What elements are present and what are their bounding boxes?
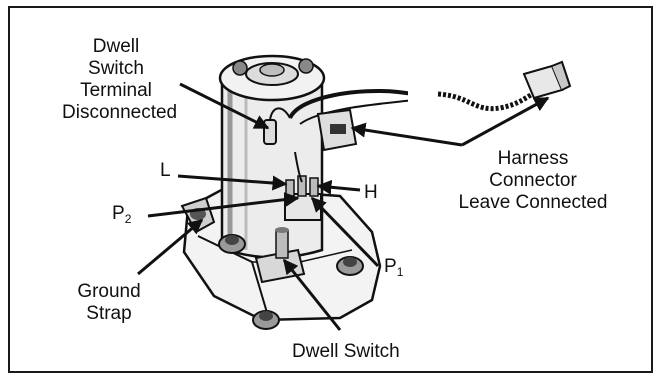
arrow-harness-far xyxy=(461,96,550,147)
label-line: Harness xyxy=(497,148,569,169)
label-p2-sub: 2 xyxy=(124,212,132,226)
label-line: Switch xyxy=(88,58,144,79)
base-bolts xyxy=(218,234,364,330)
arrow-terminal-p2 xyxy=(147,192,300,218)
label-line: Ground xyxy=(77,281,141,302)
label-terminal-h: H xyxy=(364,182,378,203)
harness-connector xyxy=(316,108,358,152)
arrow-dwell-terminal xyxy=(179,82,270,130)
label-terminal-p2: P2 xyxy=(112,203,131,230)
arrow-harness-near xyxy=(350,122,463,147)
label-dwell-switch: Dwell Switch xyxy=(292,341,400,362)
label-terminal-p1: P1 xyxy=(384,256,403,283)
motor-body xyxy=(218,54,326,259)
wire-break xyxy=(408,78,432,106)
arrow-terminal-p1 xyxy=(310,196,380,268)
arrow-terminal-h xyxy=(316,179,361,195)
end-connector xyxy=(522,60,572,100)
label-terminal-l: L xyxy=(160,160,171,181)
harness-wiring xyxy=(288,87,542,183)
label-line: Disconnected xyxy=(62,102,178,123)
leader-arrows xyxy=(137,82,550,331)
label-line: Leave Connected xyxy=(458,192,608,213)
label-dwell-switch-terminal: Dwell Switch Terminal Disconnected xyxy=(62,36,178,124)
label-harness-connector: Harness Connector Leave Connected xyxy=(458,148,608,214)
label-line: Terminal xyxy=(80,80,152,101)
label-line: Dwell xyxy=(92,36,140,57)
label-p1-base: P xyxy=(384,256,397,277)
arrow-dwell-switch xyxy=(282,258,342,331)
label-p1-sub: 1 xyxy=(396,265,404,279)
label-p2-base: P xyxy=(112,203,125,224)
label-line: Strap xyxy=(86,303,132,324)
arrow-terminal-l xyxy=(177,174,288,191)
arrow-ground-strap xyxy=(137,218,204,276)
label-ground-strap: Ground Strap xyxy=(64,281,154,325)
label-line: Connector xyxy=(489,170,577,191)
